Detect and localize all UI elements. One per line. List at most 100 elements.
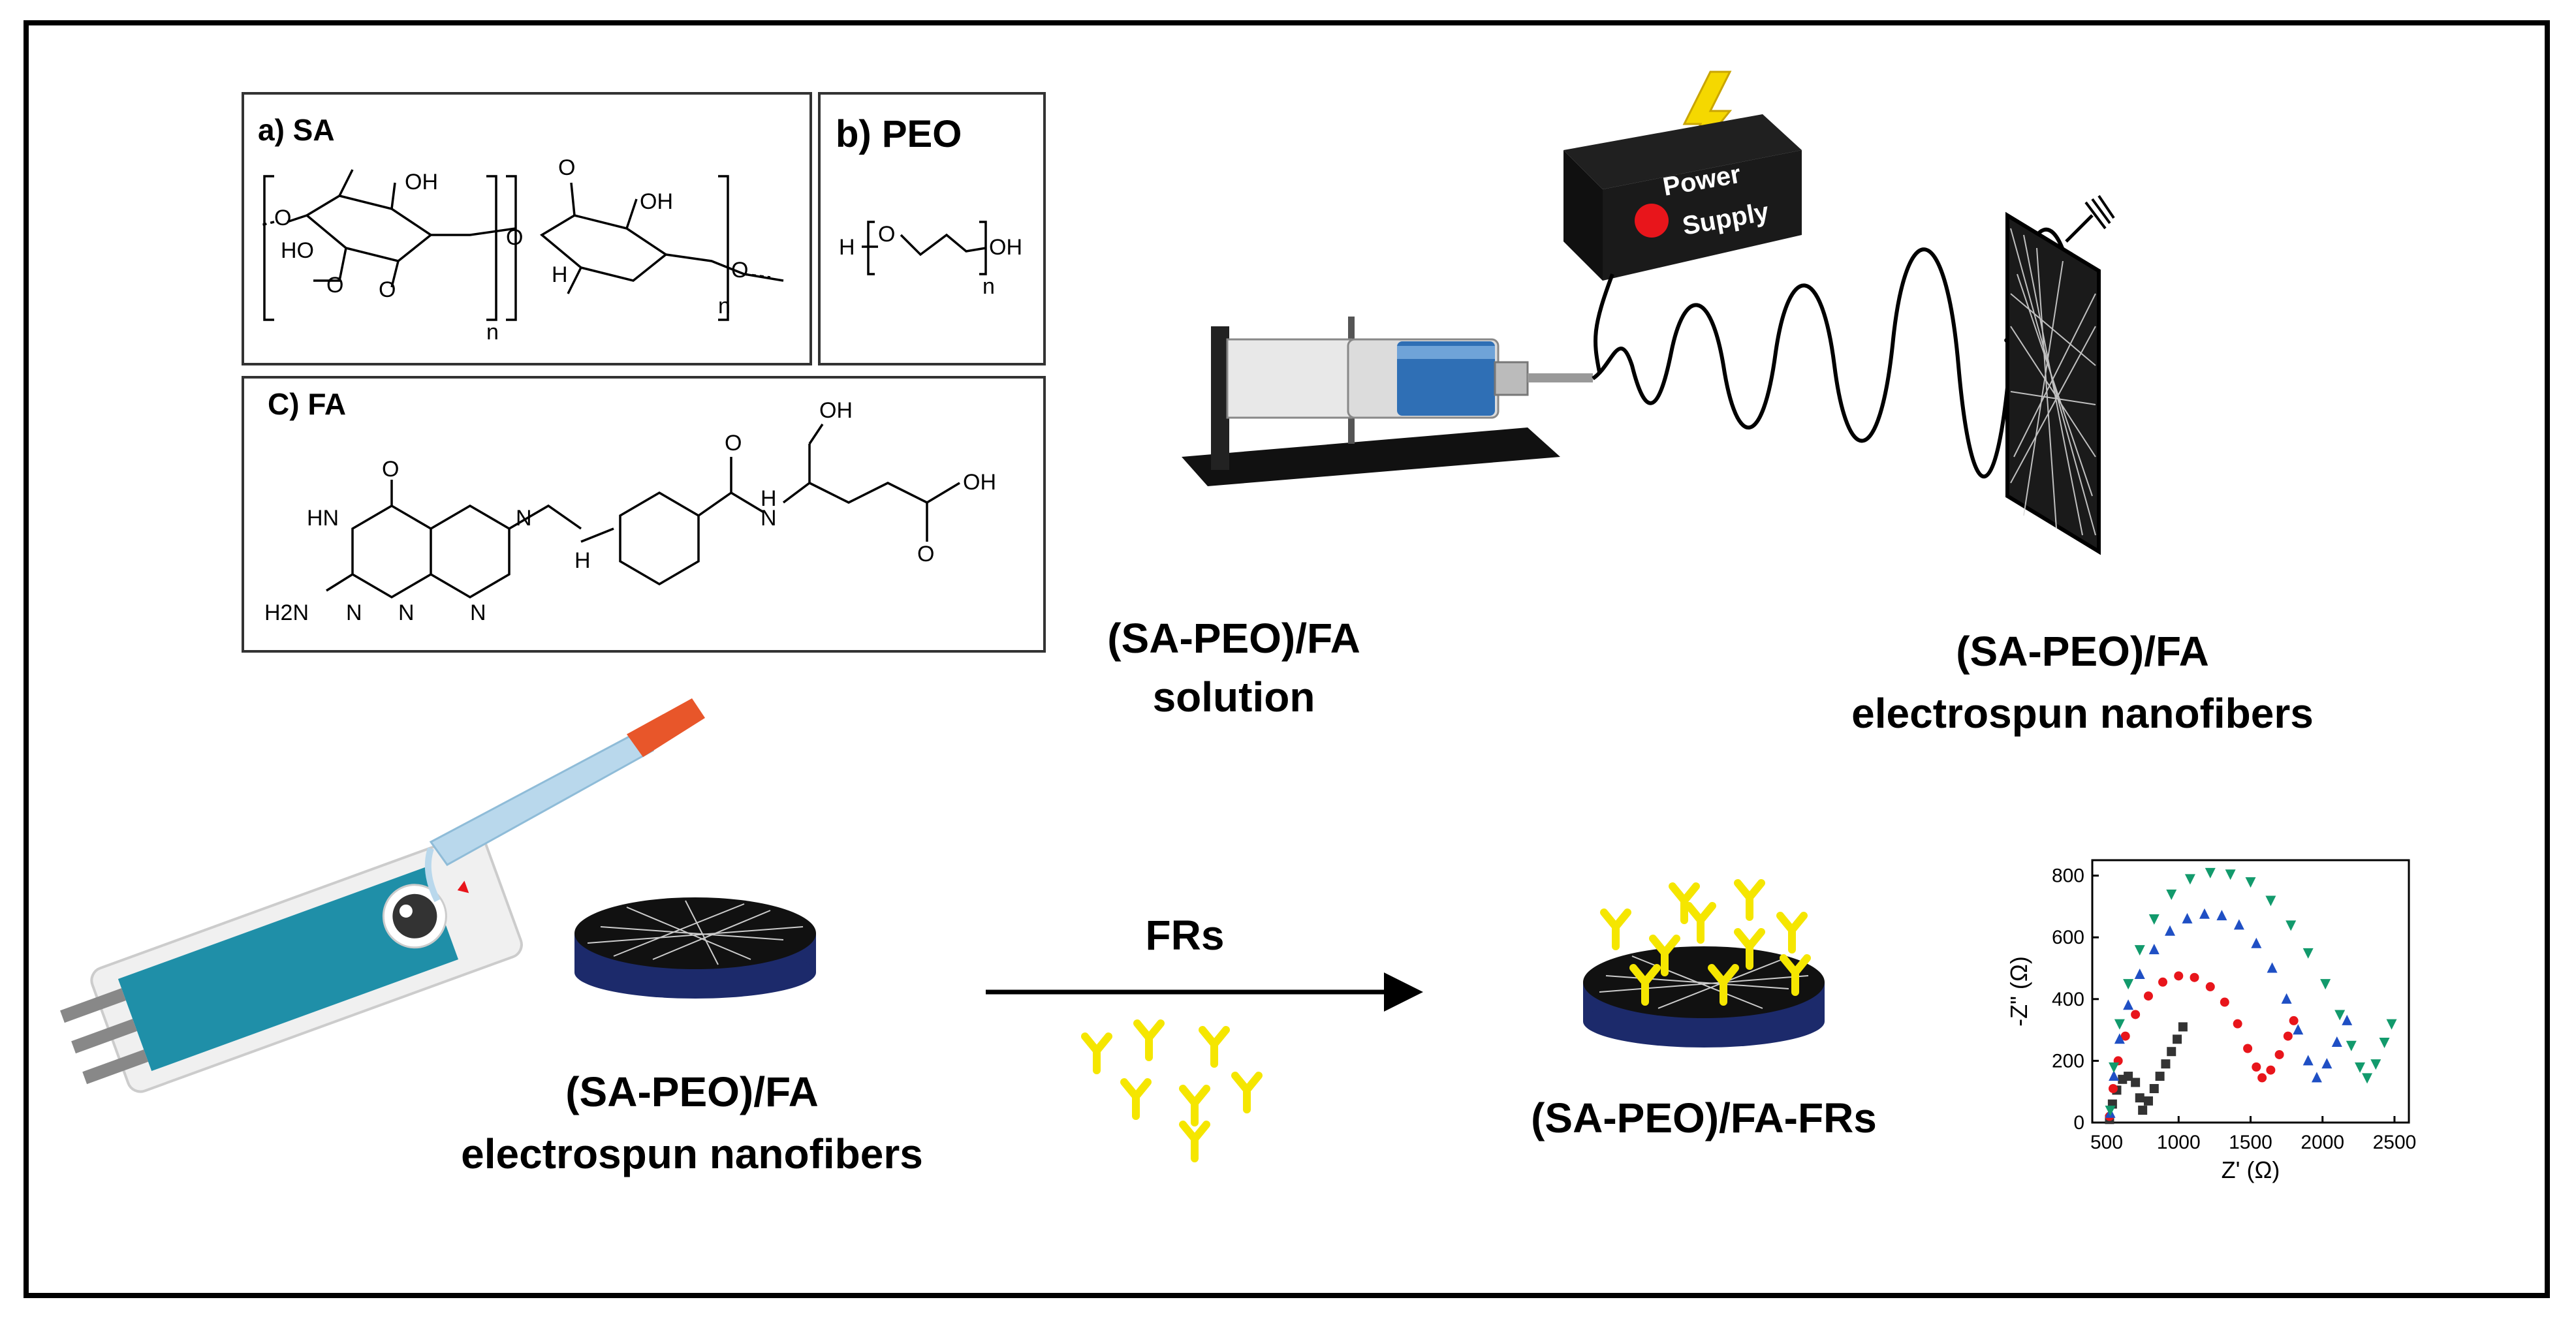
data-point bbox=[2245, 877, 2256, 888]
data-point bbox=[2266, 1065, 2276, 1075]
data-point bbox=[2190, 972, 2199, 982]
product-label: (SA-PEO)/FA-FRs bbox=[1531, 1094, 1877, 1141]
data-point bbox=[2293, 1024, 2304, 1035]
panel-sa-box bbox=[242, 92, 812, 365]
svg-text:O: O bbox=[558, 155, 575, 180]
dropper-icon bbox=[424, 698, 705, 903]
data-point bbox=[2233, 1019, 2242, 1029]
solution-label-line2: solution bbox=[1153, 674, 1315, 721]
panel-peo-box bbox=[818, 92, 1046, 365]
sa-structure bbox=[260, 169, 784, 321]
data-point bbox=[2379, 1038, 2390, 1049]
svg-text:N: N bbox=[470, 600, 486, 625]
chart-plot-area bbox=[2091, 859, 2410, 1124]
y-axis-label: -Z" (Ω) bbox=[2005, 956, 2032, 1027]
fa-atoms: O OH O OH O HN N N H N H H2N N N bbox=[264, 398, 996, 625]
svg-text:H: H bbox=[574, 548, 591, 573]
power-supply: Power Supply bbox=[1563, 70, 1802, 281]
data-point bbox=[2362, 1073, 2373, 1084]
svg-text:O: O bbox=[326, 273, 343, 298]
fa-structure bbox=[326, 424, 960, 599]
x-tick-label: 1000 bbox=[2157, 1132, 2201, 1153]
data-point bbox=[2331, 1036, 2342, 1047]
svg-text:OH: OH bbox=[963, 470, 996, 495]
data-point bbox=[2174, 971, 2184, 981]
y-tick-label: 200 bbox=[2052, 1050, 2084, 1072]
panel-peo: b) PEO H O OH n bbox=[818, 92, 1046, 365]
data-point bbox=[2243, 1044, 2253, 1053]
data-point bbox=[2138, 1106, 2148, 1115]
nanofiber-disk-left bbox=[574, 897, 816, 999]
data-point bbox=[2134, 968, 2145, 979]
nanofiber-disk-product bbox=[1583, 883, 1825, 1047]
svg-text:H2N: H2N bbox=[264, 600, 309, 625]
power-wire bbox=[1594, 273, 1614, 373]
svg-text:O: O bbox=[878, 222, 895, 247]
data-point bbox=[2165, 925, 2176, 936]
svg-text:O: O bbox=[725, 431, 742, 456]
data-point bbox=[2233, 919, 2244, 930]
data-point bbox=[2342, 1014, 2353, 1025]
peo-structure bbox=[862, 221, 987, 275]
x-tick-label: 1500 bbox=[2229, 1132, 2272, 1153]
data-point bbox=[2281, 993, 2292, 1004]
svg-text:HN: HN bbox=[307, 506, 339, 531]
data-point bbox=[2166, 890, 2177, 901]
y-tick-label: 0 bbox=[2073, 1112, 2084, 1134]
data-point bbox=[2149, 1083, 2159, 1093]
data-point bbox=[2134, 945, 2145, 956]
svg-text:O: O bbox=[731, 258, 748, 283]
ground-icon bbox=[2084, 194, 2115, 230]
test-strip bbox=[60, 698, 705, 1093]
svg-text:H: H bbox=[552, 262, 568, 287]
y-tick-label: 600 bbox=[2052, 927, 2084, 948]
solution-label-line1: (SA-PEO)/FA bbox=[1107, 615, 1360, 662]
data-point bbox=[2155, 1072, 2165, 1081]
svg-text:OH: OH bbox=[405, 170, 438, 194]
collector bbox=[2005, 194, 2115, 555]
syringe-solution bbox=[1397, 341, 1495, 416]
panel-sa-label: a) SA bbox=[258, 113, 335, 147]
data-point bbox=[2283, 1031, 2293, 1041]
svg-text:n: n bbox=[486, 320, 499, 345]
data-point bbox=[2285, 920, 2297, 931]
bottom-nanofibers-label-line2: electrospun nanofibers bbox=[461, 1130, 923, 1177]
data-point bbox=[2216, 910, 2227, 921]
svg-text:N: N bbox=[516, 506, 532, 531]
panel-fa: C) FA O OH O OH O HN bbox=[242, 376, 1046, 653]
data-point bbox=[2148, 914, 2160, 925]
data-point bbox=[2205, 982, 2215, 991]
panel-peo-label: b) PEO bbox=[836, 113, 962, 155]
data-point bbox=[2251, 937, 2262, 948]
y-tick-label: 800 bbox=[2052, 865, 2084, 887]
data-point bbox=[2355, 1062, 2366, 1073]
data-point bbox=[2257, 1073, 2267, 1083]
panel-fa-box bbox=[242, 376, 1046, 653]
data-point bbox=[2252, 1062, 2261, 1072]
svg-text:n: n bbox=[718, 294, 730, 318]
x-tick-label: 2500 bbox=[2373, 1132, 2417, 1153]
sa-atoms: OH O O OH O HO O O H O n n bbox=[274, 155, 748, 345]
data-point bbox=[2109, 1070, 2120, 1081]
data-point bbox=[2114, 1033, 2125, 1044]
data-point bbox=[2225, 869, 2236, 880]
data-point bbox=[2167, 1047, 2176, 1057]
data-point bbox=[2109, 1062, 2120, 1073]
data-point bbox=[2114, 1019, 2125, 1030]
svg-text:O: O bbox=[379, 277, 396, 302]
data-point bbox=[2199, 908, 2210, 919]
data-point bbox=[2123, 979, 2134, 990]
svg-text:O: O bbox=[382, 457, 399, 482]
svg-text:OH: OH bbox=[640, 189, 673, 214]
svg-text:OH: OH bbox=[819, 398, 853, 423]
data-point bbox=[2220, 997, 2229, 1007]
svg-text:N: N bbox=[346, 600, 362, 625]
x-tick-label: 2000 bbox=[2301, 1132, 2344, 1153]
top-nanofibers-label-line1: (SA-PEO)/FA bbox=[1956, 628, 2209, 675]
data-point bbox=[2143, 991, 2153, 1001]
data-point bbox=[2274, 1049, 2284, 1059]
panel-sa: a) SA OH O O bbox=[242, 92, 812, 365]
data-point bbox=[2302, 1055, 2314, 1066]
data-point bbox=[2265, 895, 2276, 907]
